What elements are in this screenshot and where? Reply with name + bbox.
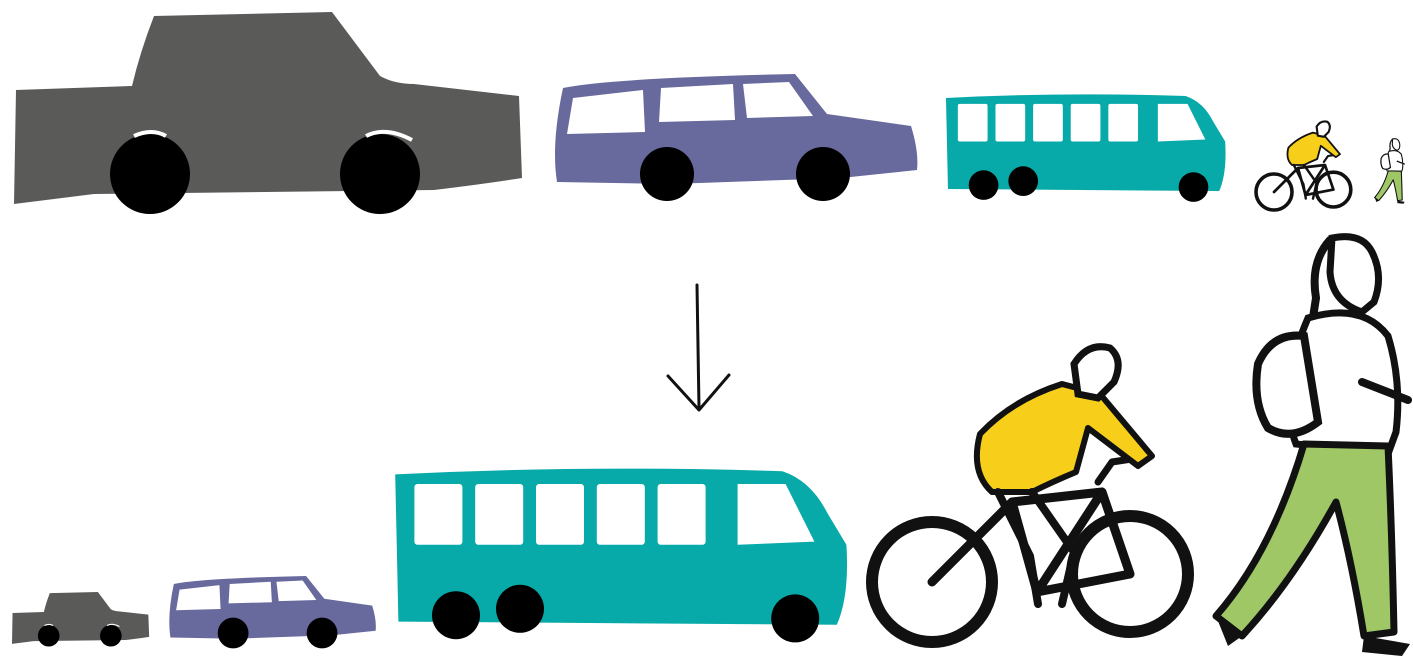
- car-small: [11, 591, 150, 648]
- minivan-small: [169, 576, 376, 649]
- row-after: [11, 237, 1410, 656]
- car-large: [12, 10, 524, 216]
- minivan-medium: [555, 74, 918, 201]
- down-arrow-icon: [666, 283, 731, 412]
- pedestrian-tiny: [1373, 138, 1406, 205]
- pedestrian-large: [1216, 237, 1410, 656]
- cyclist-large: [872, 347, 1188, 642]
- row-before: [12, 10, 1406, 216]
- cyclist-tiny: [1254, 119, 1353, 212]
- bus-large: [395, 468, 848, 643]
- bus-small: [945, 94, 1226, 202]
